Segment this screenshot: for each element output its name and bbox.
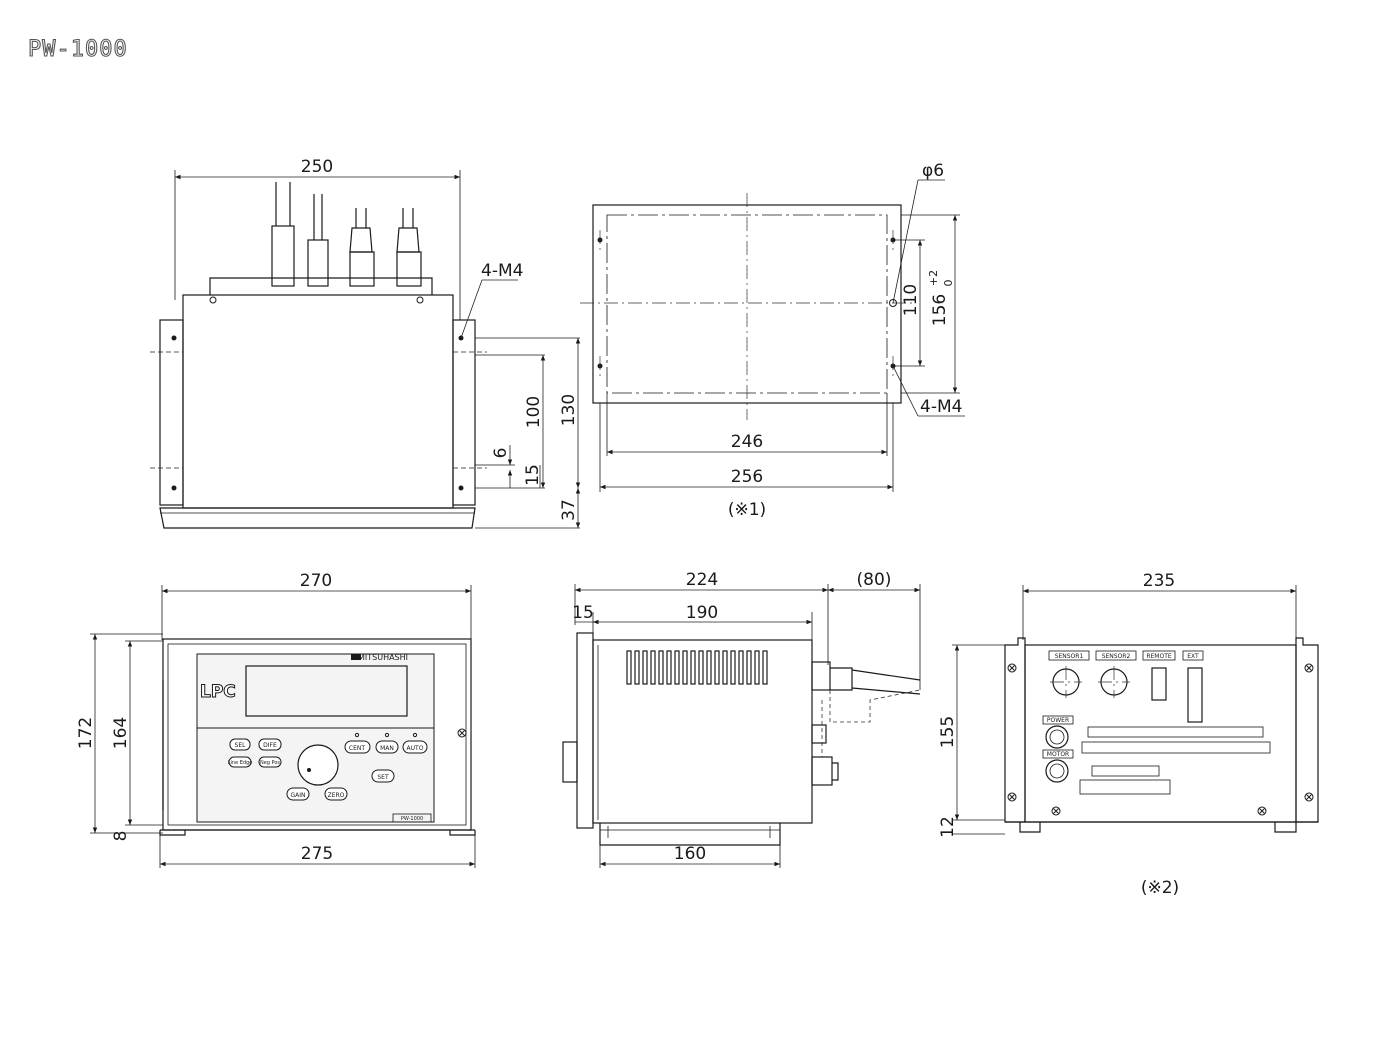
tol-upper: +2 bbox=[927, 270, 940, 286]
drawing-title: PW-1000 bbox=[28, 37, 128, 62]
dim-172: 172 bbox=[76, 717, 96, 749]
dim-6: 6 bbox=[491, 448, 511, 459]
dim-190: 190 bbox=[686, 603, 718, 623]
label-sensor2: SENSOR2 bbox=[1102, 653, 1131, 660]
remote-port[interactable] bbox=[1151, 667, 1167, 701]
label-4m4-cutout: 4-M4 bbox=[920, 397, 962, 417]
btn-set[interactable]: SET bbox=[377, 774, 389, 781]
btn-line-edge[interactable]: Line Edge bbox=[228, 760, 253, 766]
front-view: 270 LPC MITSUHASHI SEL DIFE CENT MAN AUT… bbox=[76, 571, 476, 868]
note-1: (※1) bbox=[728, 500, 766, 520]
btn-sel[interactable]: SEL bbox=[235, 742, 247, 749]
dim-224: 224 bbox=[686, 570, 718, 590]
top-view: 250 bbox=[150, 157, 581, 529]
dim-110: 110 bbox=[901, 284, 921, 316]
dim-270: 270 bbox=[300, 571, 332, 591]
label-power: POWER bbox=[1047, 717, 1069, 724]
rear-view: 235 SENSOR1 SENSOR2 REMOTE EXT POWER MOT… bbox=[938, 571, 1319, 898]
label-motor: MOTOR bbox=[1047, 751, 1069, 758]
dim-235: 235 bbox=[1143, 571, 1175, 591]
btn-cent[interactable]: CENT bbox=[349, 745, 365, 752]
power-socket[interactable] bbox=[1045, 725, 1069, 749]
dim-156: 156 bbox=[930, 294, 950, 326]
dim-256: 256 bbox=[731, 467, 763, 487]
dim-275: 275 bbox=[301, 844, 333, 864]
btn-zero[interactable]: ZERO bbox=[328, 792, 345, 799]
tol-lower: 0 bbox=[942, 280, 955, 287]
model-plate: PW-1000 bbox=[401, 816, 423, 822]
dim-130: 130 bbox=[559, 394, 579, 426]
label-ext: EXT bbox=[1187, 653, 1199, 660]
dim-164: 164 bbox=[111, 717, 131, 749]
label-sensor1: SENSOR1 bbox=[1055, 653, 1084, 660]
dim-160: 160 bbox=[674, 844, 706, 864]
note-2: (※2) bbox=[1141, 878, 1179, 898]
dim-15-top: 15 bbox=[523, 464, 543, 486]
label-remote: REMOTE bbox=[1146, 653, 1172, 660]
dim-100: 100 bbox=[524, 396, 544, 428]
dim-8: 8 bbox=[111, 831, 131, 842]
brand-label: MITSUHASHI bbox=[358, 653, 408, 662]
btn-auto[interactable]: AUTO bbox=[407, 745, 424, 752]
dim-12: 12 bbox=[938, 816, 958, 838]
label-phi6: φ6 bbox=[922, 161, 944, 181]
dim-80: (80) bbox=[857, 570, 892, 590]
side-view: 224 (80) 15 190 bbox=[562, 570, 921, 868]
dim-250: 250 bbox=[301, 157, 333, 177]
btn-gain[interactable]: GAIN bbox=[290, 792, 305, 799]
dim-15-side: 15 bbox=[572, 603, 594, 623]
label-4m4-top: 4-M4 bbox=[481, 261, 523, 281]
dim-246: 246 bbox=[731, 432, 763, 452]
ext-port[interactable] bbox=[1187, 667, 1203, 723]
btn-dife[interactable]: DIFE bbox=[263, 742, 277, 749]
adjust-knob[interactable] bbox=[297, 744, 339, 786]
dim-37: 37 bbox=[559, 499, 579, 521]
dim-155: 155 bbox=[938, 716, 958, 748]
btn-man[interactable]: MAN bbox=[380, 745, 394, 752]
motor-socket[interactable] bbox=[1045, 759, 1069, 783]
btn-neg-pos[interactable]: Neg Pos bbox=[260, 760, 280, 766]
lpc-logo: LPC bbox=[200, 682, 236, 702]
cutout-view: φ6 110 156 +2 0 4-M4 246 256 (※1) bbox=[580, 161, 965, 520]
